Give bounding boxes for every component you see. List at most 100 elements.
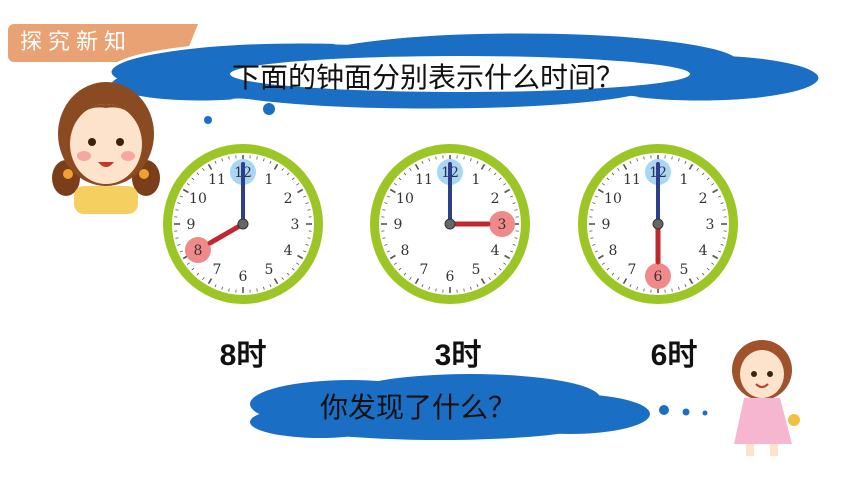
clock-tick — [480, 163, 486, 170]
clock-tick — [470, 158, 472, 162]
clock-numeral: 7 — [628, 262, 637, 278]
clock-tick — [191, 177, 195, 181]
clock-pivot — [444, 218, 456, 230]
clock-numeral: 9 — [187, 217, 196, 233]
clock-tick — [718, 195, 722, 198]
clock-tick — [398, 177, 402, 181]
clock-numeral: 7 — [420, 262, 429, 278]
hour-hand — [207, 221, 246, 246]
clock-tick — [476, 160, 479, 164]
top-question: 下面的钟面分别表示什么时间？ — [232, 61, 625, 94]
clock-tick — [606, 267, 610, 271]
clock-tick — [389, 254, 396, 260]
clock-tick — [403, 272, 407, 276]
clock-tick — [403, 172, 407, 176]
clock-tick — [384, 244, 388, 246]
clock-numeral: 4 — [491, 243, 500, 259]
clock-tick — [179, 195, 183, 198]
clock-tick — [186, 262, 190, 265]
clock-tick — [221, 286, 223, 290]
clock-tick — [512, 244, 516, 246]
clock-tick — [175, 209, 179, 211]
clock-tick — [706, 177, 710, 181]
clock-numeral: 6 — [654, 269, 663, 285]
clock-tick — [476, 284, 479, 288]
clock-tick — [389, 188, 396, 194]
clock-tick — [421, 160, 424, 164]
clock-face: 121234567891011 — [370, 144, 530, 304]
clock-tick — [514, 237, 518, 239]
clock-numeral: 10 — [189, 191, 207, 207]
clock-numeral: 10 — [396, 191, 414, 207]
clock-tick — [263, 158, 265, 162]
clock-tick — [590, 209, 594, 211]
clock-tick — [636, 286, 638, 290]
clock-tick — [263, 286, 265, 290]
clock-tick — [592, 244, 596, 246]
clock-tick — [671, 156, 673, 160]
clock-numeral: 11 — [208, 172, 226, 188]
clock-tick — [177, 244, 181, 246]
time-label-6: 6时 — [650, 339, 698, 372]
clock-tick — [409, 167, 412, 171]
clock-tick — [643, 288, 645, 292]
clock-tick — [643, 156, 645, 160]
clock-tick — [386, 195, 390, 198]
clock-numeral: 3 — [706, 217, 715, 233]
clock-tick — [382, 209, 386, 211]
clock-tick — [428, 158, 430, 162]
clock-numeral: 4 — [284, 243, 293, 259]
clock-numeral: 11 — [415, 172, 433, 188]
clock-tick — [297, 254, 304, 260]
clock-tick — [428, 286, 430, 290]
clock-face: 121234567891011 — [163, 144, 323, 304]
clock-tick — [493, 272, 497, 276]
clock-numeral: 10 — [604, 191, 622, 207]
clock-tick — [398, 267, 402, 271]
clock-tick — [435, 288, 437, 292]
clock-tick — [291, 177, 295, 181]
clock-tick — [498, 177, 502, 181]
clock-tick — [307, 237, 311, 239]
girl-illustration — [52, 82, 160, 214]
clock-tick — [684, 160, 687, 164]
clock-tick — [281, 277, 284, 281]
clock-tick — [228, 156, 230, 160]
clock-numeral: 11 — [623, 172, 641, 188]
clock-tick — [297, 188, 304, 194]
clock-tick — [470, 286, 472, 290]
clock-pivot — [652, 218, 664, 230]
clock-tick — [256, 156, 258, 160]
bottom-question: 你发现了什么？ — [320, 391, 517, 424]
clock-tick — [696, 167, 699, 171]
top-thought-cloud — [108, 30, 822, 124]
clock-numeral: 2 — [491, 191, 500, 207]
clock-tick — [207, 163, 213, 170]
clock-tick — [281, 167, 284, 171]
clock-tick — [480, 278, 486, 285]
clock-tick — [629, 284, 632, 288]
clock-numeral: 6 — [239, 269, 248, 285]
clock-tick — [504, 188, 511, 194]
clock-tick — [269, 160, 272, 164]
clock-tick — [720, 202, 724, 204]
clock-tick — [196, 272, 200, 276]
time-label-8: 8时 — [219, 339, 267, 372]
clock-tick — [504, 254, 511, 260]
clock-tick — [597, 254, 604, 260]
clock-tick — [409, 277, 412, 281]
clock-tick — [684, 284, 687, 288]
clock-numeral: 5 — [680, 262, 689, 278]
clock-tick — [601, 262, 605, 265]
clock-tick — [214, 160, 217, 164]
clock-tick — [701, 172, 705, 176]
clock-tick — [512, 202, 516, 204]
clock-tick — [701, 272, 705, 276]
clock-tick — [617, 167, 620, 171]
clock-tick — [498, 267, 502, 271]
clock-tick — [488, 167, 491, 171]
clock-tick — [202, 167, 205, 171]
clock-tick — [286, 172, 290, 176]
clock-tick — [228, 288, 230, 292]
clock-tick — [696, 277, 699, 281]
